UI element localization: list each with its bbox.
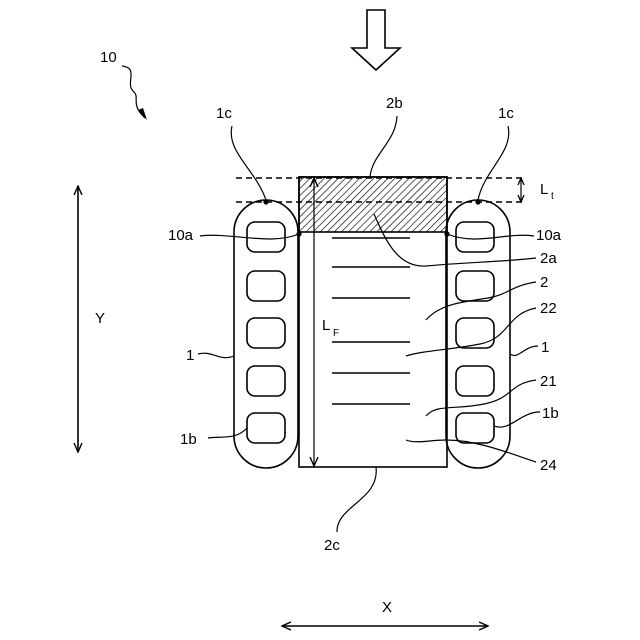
right-winding bbox=[456, 271, 494, 301]
coil-right-leader bbox=[510, 346, 538, 355]
left-winding bbox=[247, 318, 285, 348]
label-base: 24 bbox=[540, 457, 557, 474]
label-insert-top: 2a bbox=[540, 250, 557, 267]
left-winding bbox=[247, 366, 285, 396]
label-device: 10 bbox=[100, 49, 117, 66]
right-winding bbox=[456, 366, 494, 396]
contact-left-leader bbox=[200, 234, 299, 239]
left-coil-body bbox=[234, 200, 298, 468]
left-winding bbox=[247, 271, 285, 301]
left-winding bbox=[247, 222, 285, 252]
label-coil-right: 1 bbox=[541, 339, 549, 356]
label-length-subscript: F bbox=[333, 328, 339, 339]
label-top-face: 2b bbox=[386, 95, 403, 112]
bottom-face-leader bbox=[337, 467, 376, 532]
contact-point bbox=[475, 199, 480, 204]
label-axis-y: Y bbox=[95, 310, 105, 327]
label-body: 2 bbox=[540, 274, 548, 291]
label-thickness-subscript: t bbox=[551, 191, 554, 202]
winding-right-leader bbox=[494, 412, 540, 427]
label-coil-left: 1 bbox=[186, 347, 194, 364]
label-coil-tip-left: 1c bbox=[216, 105, 232, 122]
coil-tip-left-leader bbox=[231, 126, 266, 200]
label-contact-left: 10a bbox=[168, 227, 194, 244]
label-axis-x: X bbox=[382, 599, 392, 616]
label-length: L bbox=[322, 317, 330, 334]
label-layer: 21 bbox=[540, 373, 557, 390]
label-thickness: L bbox=[540, 181, 548, 198]
hatched-top-region bbox=[299, 177, 447, 232]
right-winding bbox=[456, 413, 494, 443]
right-winding bbox=[456, 222, 494, 252]
label-contact-right: 10a bbox=[536, 227, 562, 244]
right-winding bbox=[456, 318, 494, 348]
label-coil-tip-right: 1c bbox=[498, 105, 514, 122]
label-winding-right: 1b bbox=[542, 405, 559, 422]
device-leader-arrowhead bbox=[138, 108, 147, 120]
contact-point bbox=[263, 199, 268, 204]
label-winding-left: 1b bbox=[180, 431, 197, 448]
layer-leader bbox=[426, 380, 536, 416]
label-lead: 22 bbox=[540, 300, 557, 317]
label-bottom-face: 2c bbox=[324, 537, 340, 554]
insertion-direction-arrow bbox=[352, 10, 400, 70]
coil-left-leader bbox=[198, 353, 234, 358]
left-winding bbox=[247, 413, 285, 443]
top-face-leader bbox=[370, 116, 397, 177]
contact-right-leader bbox=[447, 234, 534, 239]
coil-tip-right-leader bbox=[478, 126, 509, 200]
winding-left-leader bbox=[208, 428, 247, 438]
